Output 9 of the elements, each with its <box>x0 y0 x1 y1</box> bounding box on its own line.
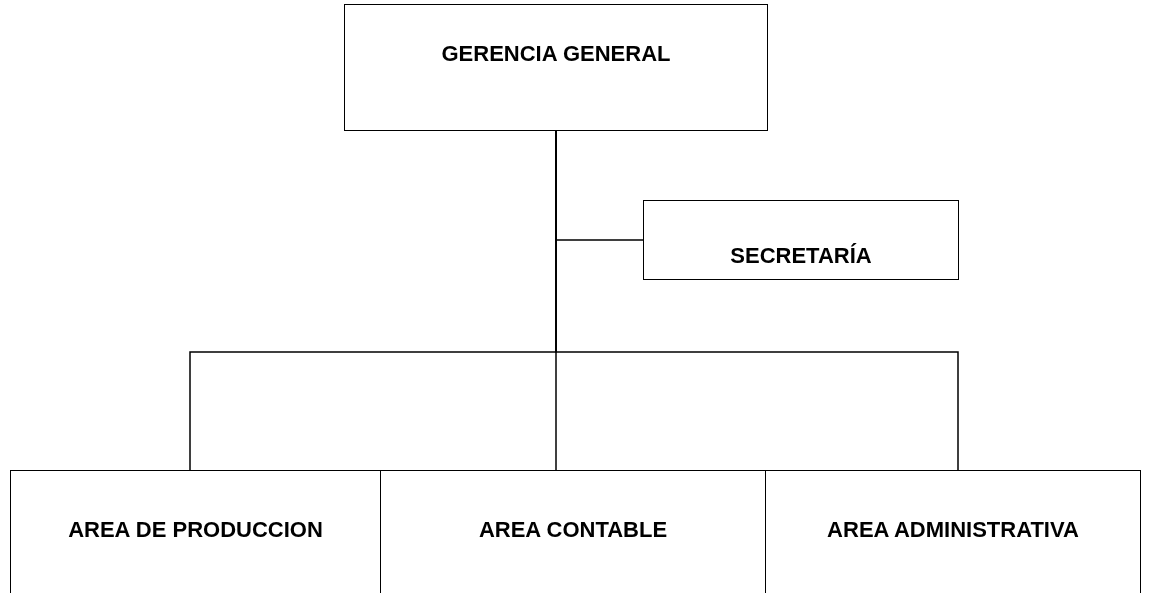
box-label: GERENCIA GENERAL <box>441 41 671 68</box>
box-label: SECRETARÍA <box>730 243 872 270</box>
org-box <box>344 4 768 131</box>
org-box <box>643 200 959 280</box>
org-box <box>10 470 381 593</box>
org-box <box>765 470 1141 593</box>
box-label: AREA CONTABLE <box>478 517 668 544</box>
box-label: AREA DE PRODUCCION <box>68 517 323 544</box>
box-label: AREA ADMINISTRATIVA <box>827 517 1079 544</box>
